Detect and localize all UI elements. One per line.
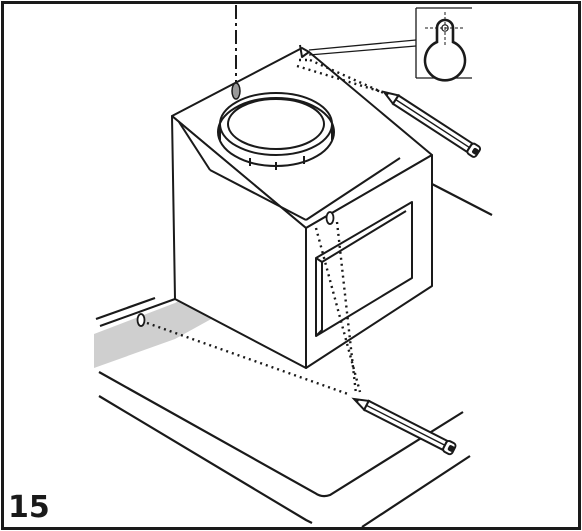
pencil-icon: [351, 397, 457, 456]
keyhole-slot-icon: [423, 12, 467, 82]
upper-hole-icon: [325, 211, 335, 225]
keyhole-callout: [308, 7, 472, 82]
dotted-guides: [146, 58, 387, 396]
lower-hole-icon: [136, 313, 146, 327]
axis-marker: [231, 82, 241, 100]
duct-collar: [217, 92, 335, 170]
step-number: 15: [8, 490, 50, 525]
worktop: [98, 371, 471, 528]
wall-lines: [95, 183, 493, 321]
pencil-icon: [381, 90, 482, 158]
wall-holes: [136, 211, 335, 327]
